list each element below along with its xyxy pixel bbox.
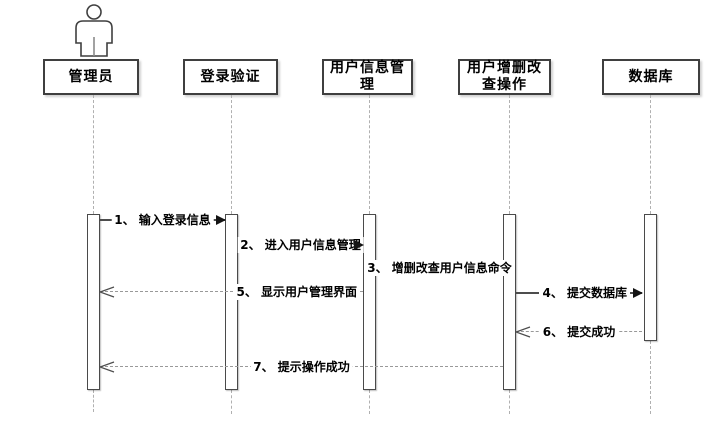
message-label: 6、 提交成功	[539, 324, 619, 340]
lifeline-dash-db	[650, 95, 651, 214]
lifeline-box-userinfo: 用户信息管理	[322, 59, 413, 95]
message-5: 5、 显示用户管理界面	[99, 284, 363, 300]
lifeline-dash-login	[231, 95, 232, 214]
message-2: 2、 进入用户信息管理	[237, 237, 364, 253]
activation-bar-userinfo	[363, 214, 376, 390]
lifeline-box-crud: 用户增删改查操作	[458, 59, 551, 95]
arrowhead-right-icon	[633, 288, 643, 298]
arrowhead-open-left-icon	[99, 286, 115, 298]
actor-icon	[66, 3, 122, 61]
lifeline-stub-crud	[509, 390, 510, 414]
lifeline-label: 数据库	[628, 68, 674, 85]
message-label: 3、 增删改查用户信息命令	[364, 260, 515, 276]
lifeline-label: 登录验证	[200, 68, 261, 85]
activation-bar-crud	[503, 214, 516, 390]
lifeline-box-db: 数据库	[602, 59, 700, 95]
message-7: 7、 提示操作成功	[99, 359, 503, 375]
message-1: 1、 输入登录信息	[100, 212, 226, 228]
lifeline-dash-admin	[93, 95, 94, 214]
arrowhead-open-left-icon	[99, 361, 115, 373]
arrowhead-right-icon	[354, 240, 364, 250]
message-label: 1、 输入登录信息	[111, 212, 214, 228]
lifeline-label: 用户增删改查操作	[467, 60, 542, 93]
message-label: 2、 进入用户信息管理	[237, 237, 364, 253]
message-3: 3、 增删改查用户信息命令	[364, 260, 515, 276]
arrowhead-right-icon	[216, 215, 226, 225]
lifeline-box-admin: 管理员	[43, 59, 139, 95]
message-line	[100, 291, 363, 292]
message-4: 4、 提交数据库	[516, 285, 643, 301]
arrowhead-open-left-icon	[515, 326, 531, 338]
lifeline-label: 用户信息管理	[330, 60, 405, 93]
lifeline-stub-db	[650, 341, 651, 414]
message-label: 4、 提交数据库	[539, 285, 630, 301]
lifeline-dash-userinfo	[369, 95, 370, 214]
activation-bar-admin	[87, 214, 100, 390]
lifeline-label: 管理员	[68, 68, 114, 85]
lifeline-box-login: 登录验证	[183, 59, 278, 95]
lifeline-stub-admin	[93, 390, 94, 412]
activation-bar-db	[644, 214, 657, 341]
message-6: 6、 提交成功	[515, 324, 642, 340]
message-label: 7、 提示操作成功	[250, 359, 353, 375]
activation-bar-login	[225, 214, 238, 390]
lifeline-stub-userinfo	[369, 390, 370, 414]
message-label: 5、 显示用户管理界面	[233, 284, 360, 300]
lifeline-stub-login	[231, 390, 232, 414]
lifeline-dash-crud	[509, 95, 510, 214]
